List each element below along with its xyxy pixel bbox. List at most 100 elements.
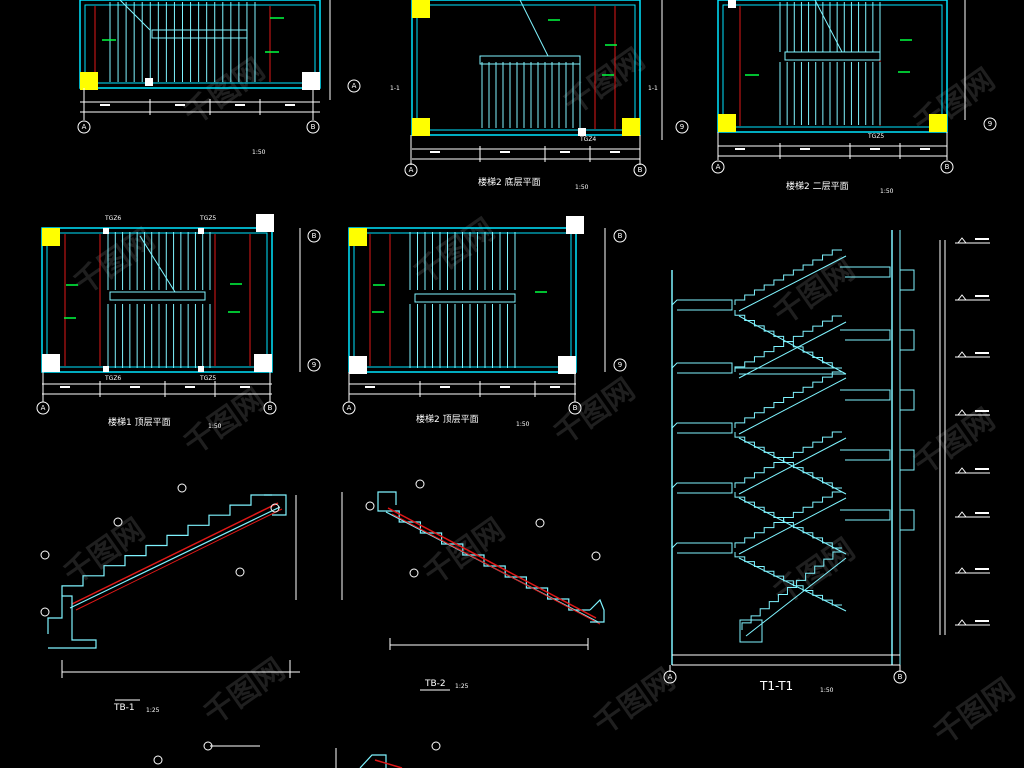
plan-stair1-top-wall-inner [46, 232, 268, 368]
svg-text:B: B [638, 166, 643, 174]
title-tb2: TB-2 [424, 679, 446, 689]
section-flight [734, 371, 842, 428]
tb1-rebar-2 [75, 508, 283, 611]
axis-bubble: B [940, 160, 954, 174]
column [145, 78, 153, 86]
grid-axis-bubbles: A B A A B 9 A B 9 A B B 9 A B B 9 A B [36, 79, 997, 684]
axis-bubble: B [306, 120, 320, 134]
column [198, 228, 204, 234]
svg-text:B: B [618, 232, 623, 240]
svg-text:A: A [352, 82, 357, 90]
column [412, 118, 430, 136]
elevation-text-mark [975, 352, 989, 354]
plan-stair2-top-wall-outer [348, 227, 577, 373]
tb1-top-beam [264, 494, 287, 516]
handrail [479, 55, 581, 65]
dimension-text-mark [610, 151, 620, 153]
beam-labels: TGZ4 TGZ5 TGZ6 TGZ5 TGZ6 TGZ5 1-1 1-1 [104, 85, 884, 382]
section-landing [671, 482, 733, 494]
axis-bubble: A [663, 670, 677, 684]
drawing-geometry [40, 0, 990, 768]
section-landing [840, 329, 891, 341]
elevation-triangle [957, 619, 967, 626]
section-landing [671, 542, 733, 554]
axis-bubble: 9 [307, 358, 321, 372]
column [254, 354, 272, 372]
watermark-text: 千图网 [178, 52, 272, 132]
detail-callout-bubble [153, 755, 163, 765]
axis-bubble: B [633, 163, 647, 177]
section-flight-soffit [738, 437, 847, 495]
section-flight-soffit [745, 557, 847, 637]
watermark-text: 千图网 [558, 42, 652, 122]
svg-text:B: B [898, 673, 903, 681]
beam-label-tgz5-top: TGZ5 [199, 215, 216, 222]
svg-text:9: 9 [312, 361, 316, 369]
section-flight [734, 431, 842, 488]
dimension-text-mark [100, 104, 110, 106]
elevation-triangle [957, 511, 967, 518]
section-flight-soffit [738, 377, 847, 435]
title-stair2-top: 楼梯2 顶层平面 [416, 413, 479, 425]
section-flight [734, 492, 842, 549]
scale-stair2-top: 1:50 [516, 421, 530, 428]
column [349, 228, 367, 246]
handrail [151, 29, 248, 39]
dimension-text-mark [235, 104, 245, 106]
title-tb1: TB-1 [113, 703, 135, 713]
detail-callout-bubble [270, 503, 280, 513]
svg-text:B: B [311, 123, 316, 131]
section-flight [734, 249, 842, 305]
section-landing [671, 299, 733, 311]
detail-callout-bubble [535, 518, 545, 528]
break-line [814, 0, 843, 53]
section-beam [899, 269, 915, 291]
elevation-text-mark [975, 568, 989, 570]
title-stair2-second: 楼梯2 二层平面 [786, 180, 849, 192]
section-landing [671, 362, 733, 374]
column [566, 216, 584, 234]
beam-label-tgz6-bottom: TGZ6 [104, 375, 121, 382]
watermark-text: 千图网 [908, 62, 1002, 142]
break-line [519, 0, 549, 57]
dimension-text-mark [440, 386, 450, 388]
section-flight-soffit [738, 315, 847, 375]
axis-bubble: A [711, 160, 725, 174]
axis-bubble: 9 [613, 358, 627, 372]
detail-callout-bubble [365, 501, 375, 511]
axis-bubble: B [613, 229, 627, 243]
section-flight-soffit [738, 321, 847, 379]
svg-text:A: A [82, 123, 87, 131]
plan-stair2-ground-wall-inner [416, 4, 636, 131]
axis-bubble: B [568, 401, 582, 415]
svg-text:9: 9 [988, 120, 992, 128]
detail-callout-bubble [113, 517, 123, 527]
column [578, 128, 586, 136]
svg-text:B: B [573, 404, 578, 412]
column [103, 366, 109, 372]
dimension-text-mark [560, 151, 570, 153]
axis-bubble: B [893, 670, 907, 684]
elevation-triangle [957, 467, 967, 474]
watermark-text: 千图网 [908, 402, 1002, 482]
plan-stair2-second-wall-outer [717, 0, 948, 133]
detail-callout-bubble [203, 741, 213, 751]
elevation-text-mark [975, 468, 989, 470]
svg-text:B: B [268, 404, 273, 412]
section-beam [899, 329, 915, 351]
svg-text:A: A [716, 163, 721, 171]
plan-stair1-top-wall-outer [41, 227, 273, 373]
section-landing [840, 509, 891, 521]
dimension-text-mark [130, 386, 140, 388]
axis-bubble: A [404, 163, 418, 177]
watermark-text: 千图网 [928, 672, 1022, 752]
svg-text:A: A [347, 404, 352, 412]
elevation-triangle [957, 351, 967, 358]
scale-stair2-second: 1:50 [880, 188, 894, 195]
detail-callout-bubble [235, 567, 245, 577]
plan-stair1-mid-wall-inner [84, 4, 316, 84]
axis-bubble: B [263, 401, 277, 415]
elevation-text-mark [975, 410, 989, 412]
title-stair2-ground: 楼梯2 底层平面 [478, 176, 541, 188]
